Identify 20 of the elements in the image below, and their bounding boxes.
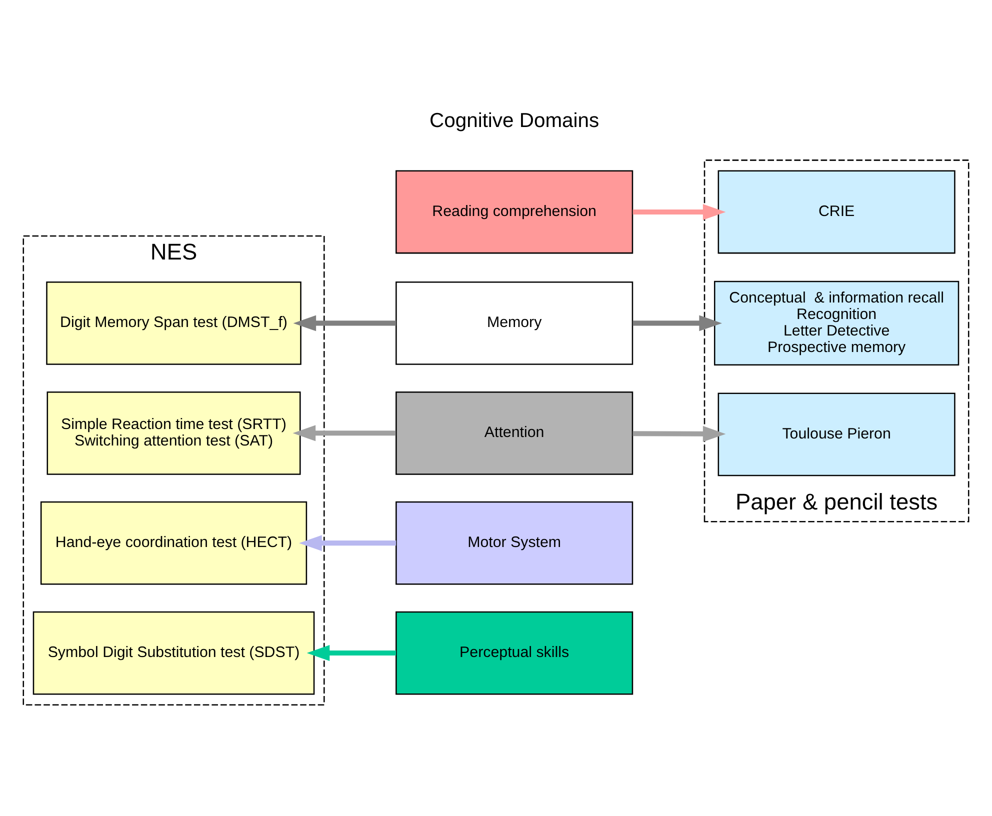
node-box: Simple Reaction time test (SRTT) Switching attention test (SAT) xyxy=(46,390,301,474)
node-box: Attention xyxy=(396,390,634,474)
node-box: Motor System xyxy=(396,500,634,584)
arrow xyxy=(632,314,722,331)
node-box: Hand-eye coordination test (HECT) xyxy=(40,500,308,584)
node-box: Conceptual & information recall Recognition Letter Detective Prospective memory xyxy=(714,280,960,366)
node-box: Symbol Digit Substitution test (SDST) xyxy=(32,610,315,694)
node-box: Reading comprehension xyxy=(396,170,634,254)
node-box: Memory xyxy=(396,281,634,364)
arrow xyxy=(306,644,396,660)
node-box: Perceptual skills xyxy=(396,610,634,694)
node-box: Toulouse Pieron xyxy=(718,392,956,476)
label: Cognitive Domains xyxy=(430,110,600,132)
arrow xyxy=(292,424,396,441)
arrow xyxy=(299,534,396,551)
node-box: CRIE xyxy=(718,170,956,254)
arrow xyxy=(293,314,396,331)
arrow xyxy=(632,204,726,220)
arrow xyxy=(632,425,726,442)
node-box: Digit Memory Span test (DMST_f) xyxy=(46,281,302,364)
